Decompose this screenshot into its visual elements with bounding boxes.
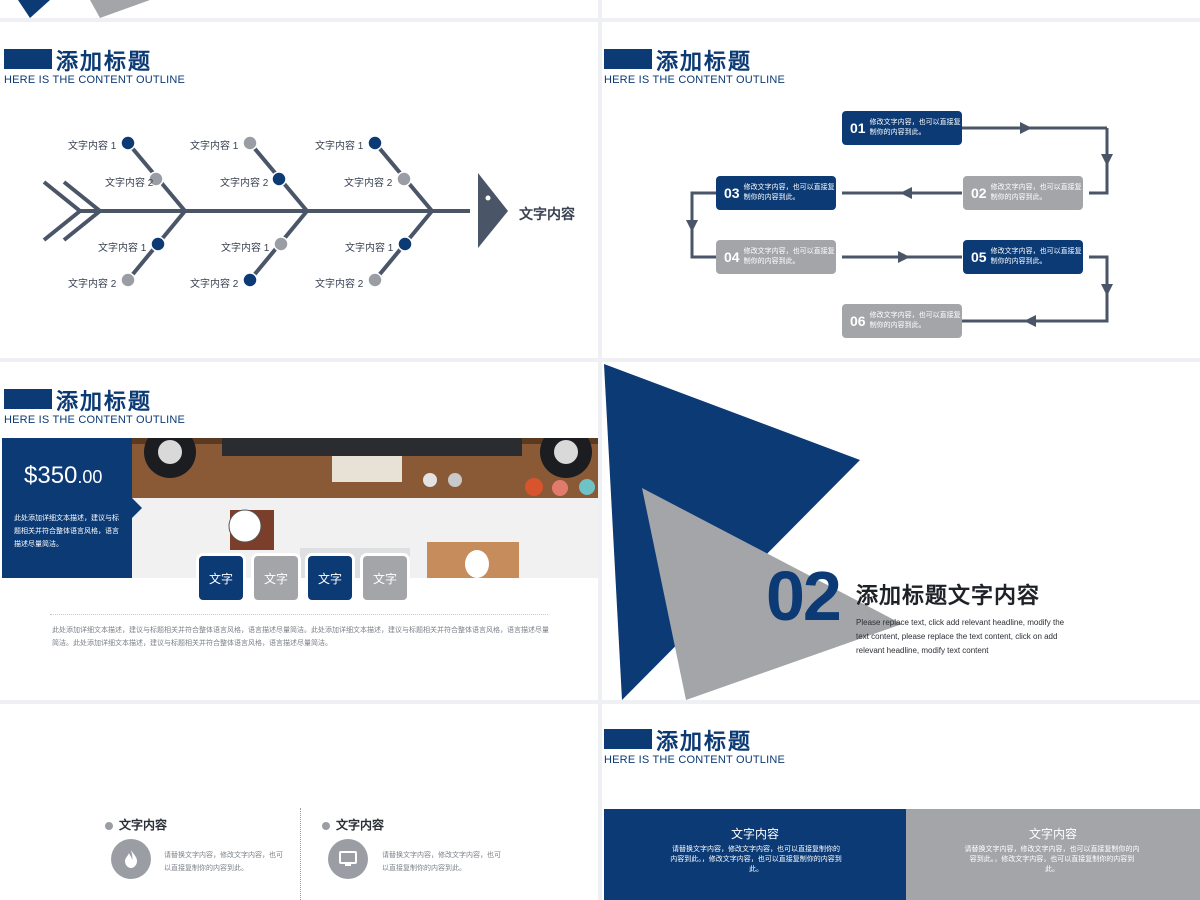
- fishbone-diagram: [42, 135, 508, 288]
- header-title: 添加标题: [56, 49, 153, 74]
- slide-process: 添加标题 HERE IS THE CONTENT OUTLINE 01 修改文字…: [602, 22, 1200, 358]
- slide-pricing: 添加标题 HERE IS THE CONTENT OUTLINE $350.00…: [0, 362, 598, 700]
- header-subtitle: HERE IS THE CONTENT OUTLINE: [4, 74, 186, 86]
- section-desc: Please replace text, click add relevant …: [856, 618, 1065, 655]
- header-bar: [4, 389, 52, 409]
- fishbone-label: 文字内容 1: [315, 141, 364, 152]
- step-number: 05: [971, 249, 987, 265]
- split-right-text: 请替换文字内容，修改文字内容，也可以直接复制你的内容到此。，修改文字内容，也可以…: [964, 846, 1140, 873]
- slide-fishbone: 添加标题 HERE IS THE CONTENT OUTLINE: [0, 22, 598, 358]
- slide-features: 文字内容 请替换文字内容，修改文字内容，也可以直接复制你的内容到此。 文字内容 …: [0, 704, 598, 900]
- flame-icon-glyph: [125, 850, 137, 868]
- step-text: 修改文字内容，也可以直接复制你的内容到此。: [990, 184, 1082, 201]
- step-text: 修改文字内容，也可以直接复制你的内容到此。: [990, 248, 1082, 265]
- split-right-title: 文字内容: [1028, 827, 1077, 841]
- header-subtitle: HERE IS THE CONTENT OUTLINE: [604, 754, 786, 766]
- process-step: 05 修改文字内容，也可以直接复制你的内容到此。: [963, 240, 1083, 274]
- header-bar: [604, 49, 652, 69]
- bullet-dot: [322, 821, 330, 830]
- process-step: 06 修改文字内容，也可以直接复制你的内容到此。: [842, 304, 962, 338]
- fishbone-label: 文字内容 1: [345, 243, 394, 254]
- fishbone-label: 文字内容 2: [344, 178, 393, 189]
- feature-text: 请替换文字内容，修改文字内容，也可以直接复制你的内容到此。: [164, 852, 283, 872]
- step-text: 修改文字内容，也可以直接复制你的内容到此。: [743, 184, 835, 201]
- fishbone-label: 文字内容 2: [315, 279, 364, 290]
- feature-title-text: 文字内容: [119, 818, 168, 832]
- price-main: $350: [24, 462, 78, 489]
- fishbone-end-label: 文字内容: [519, 206, 575, 222]
- process-step: 03 修改文字内容，也可以直接复制你的内容到此。: [716, 176, 836, 210]
- tile-2[interactable]: 文字: [254, 556, 298, 600]
- header-title: 添加标题: [656, 49, 753, 74]
- tile-3[interactable]: 文字: [308, 556, 352, 600]
- step-number: 06: [850, 313, 866, 329]
- price-value: $350.00: [24, 462, 102, 490]
- step-text: 修改文字内容，也可以直接复制你的内容到此。: [869, 312, 961, 329]
- step-number: 04: [724, 249, 740, 265]
- tile-4[interactable]: 文字: [363, 556, 407, 600]
- slide-top-right: [602, 0, 1200, 18]
- price-panel-pointer: [132, 498, 142, 518]
- feature-title: 文字内容: [322, 816, 384, 833]
- split-left-pane: 文字内容 请替换文字内容，修改文字内容，也可以直接复制你的内容到此。，修改文字内…: [604, 809, 906, 900]
- slide-top-left: [0, 0, 598, 18]
- fishbone-label: 文字内容 2: [105, 178, 154, 189]
- fishbone-label: 文字内容 1: [98, 243, 147, 254]
- step-text: 修改文字内容，也可以直接复制你的内容到此。: [869, 119, 961, 136]
- header-title: 添加标题: [56, 389, 153, 414]
- section-triangles: [604, 364, 902, 700]
- price-cents: .00: [77, 467, 103, 487]
- feature-title: 文字内容: [105, 816, 167, 833]
- slide-section: 02 添加标题文字内容 Please replace text, click a…: [602, 362, 1200, 700]
- step-text: 修改文字内容，也可以直接复制你的内容到此。: [743, 248, 835, 265]
- header-subtitle: HERE IS THE CONTENT OUTLINE: [604, 74, 786, 86]
- step-number: 03: [724, 185, 740, 201]
- fishbone-label: 文字内容 2: [68, 279, 117, 290]
- split-left-title: 文字内容: [730, 827, 779, 841]
- slide-split: 添加标题 HERE IS THE CONTENT OUTLINE 文字内容 请替…: [602, 704, 1200, 900]
- process-step: 04 修改文字内容，也可以直接复制你的内容到此。: [716, 240, 836, 274]
- price-desc: 此处添加详细文本描述，建议与标题相关并符合整体语言风格，语言描述尽量简洁。: [14, 515, 119, 548]
- split-left-text: 请替换文字内容，修改文字内容，也可以直接复制你的内容到此。，修改文字内容，也可以…: [670, 846, 842, 873]
- fishbone-label: 文字内容 2: [190, 279, 239, 290]
- fishbone-label: 文字内容 2: [220, 178, 269, 189]
- process-step: 02 修改文字内容，也可以直接复制你的内容到此。: [963, 176, 1083, 210]
- process-connectors: [686, 122, 1113, 327]
- step-number: 02: [971, 185, 987, 201]
- partial-triangles: [18, 0, 150, 18]
- bullet-dot: [105, 821, 113, 830]
- divider: [50, 614, 548, 615]
- header-bar: [604, 729, 652, 749]
- price-panel: $350.00 此处添加详细文本描述，建议与标题相关并符合整体语言风格，语言描述…: [2, 438, 132, 578]
- section-title: 添加标题文字内容: [856, 583, 1041, 608]
- fishbone-label: 文字内容 1: [190, 141, 239, 152]
- feature-title-text: 文字内容: [336, 818, 385, 832]
- monitor-icon: [328, 839, 368, 879]
- header-title: 添加标题: [656, 729, 753, 754]
- fishbone-label: 文字内容 1: [68, 141, 117, 152]
- header-subtitle: HERE IS THE CONTENT OUTLINE: [4, 414, 186, 426]
- fishbone-label: 文字内容 1: [221, 243, 270, 254]
- tile-1[interactable]: 文字: [199, 556, 243, 600]
- step-number: 01: [850, 120, 866, 136]
- split-right-pane: 文字内容 请替换文字内容，修改文字内容，也可以直接复制你的内容到此。，修改文字内…: [906, 809, 1200, 900]
- feature-text: 请替换文字内容，修改文字内容，也可以直接复制你的内容到此。: [382, 852, 501, 872]
- section-number: 02: [766, 557, 842, 635]
- pricing-paragraph: 此处添加详细文本描述，建议与标题相关并符合整体语言风格，语言描述尽量简洁。此处添…: [52, 627, 549, 647]
- process-step: 01 修改文字内容，也可以直接复制你的内容到此。: [842, 111, 962, 145]
- header-bar: [4, 49, 52, 69]
- feature-divider: [300, 808, 301, 900]
- monitor-icon-glyph: [339, 851, 357, 866]
- flame-icon: [111, 839, 151, 879]
